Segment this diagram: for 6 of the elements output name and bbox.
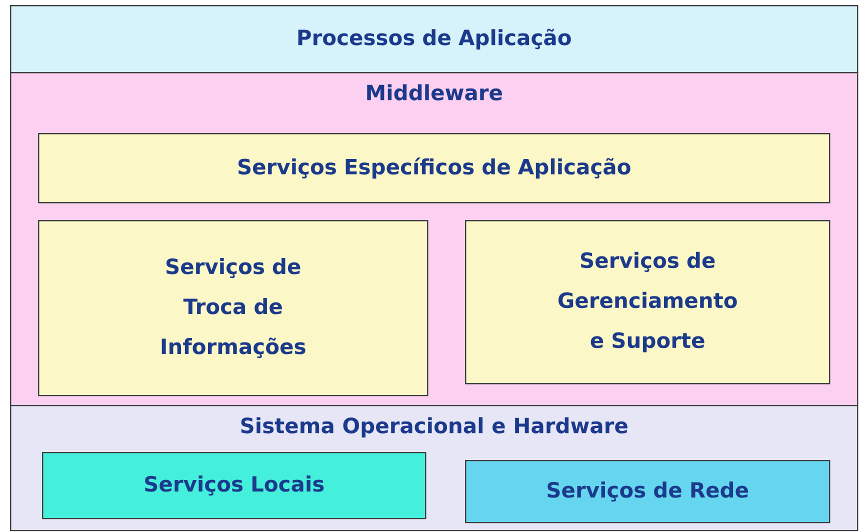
service-box: Serviços de Gerenciamento e Suporte <box>465 220 830 384</box>
service-box: Serviços Locais <box>42 452 426 520</box>
service-box: Serviços de Rede <box>465 460 830 524</box>
service-box: Serviços Específicos de Aplicação <box>38 133 830 204</box>
layer-band: Processos de Aplicação <box>10 5 858 74</box>
service-box: Serviços de Troca de Informações <box>38 220 428 396</box>
